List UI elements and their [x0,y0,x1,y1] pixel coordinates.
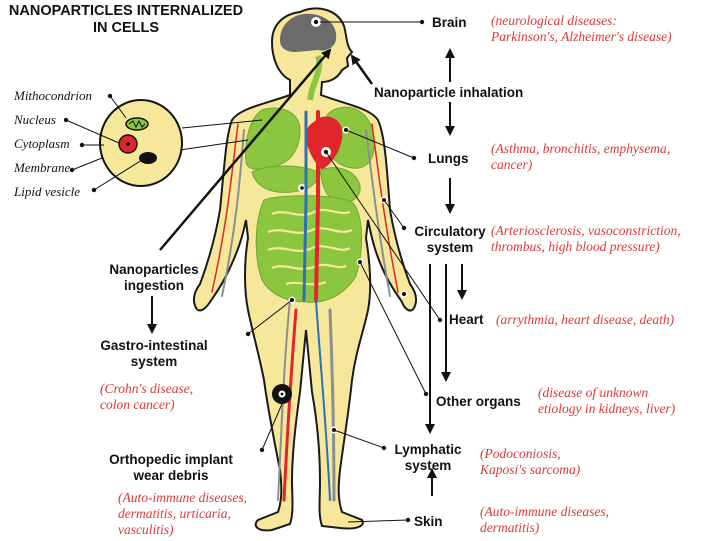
disease-circulatory-line2: thrombus, high blood pressure) [491,239,660,254]
title-line1: NANOPARTICLES INTERNALIZED [8,3,244,19]
organ-circulatory-line1: Circulatory [414,224,486,239]
organ-heart: Heart [449,312,484,327]
lipid-vesicle-icon [139,152,157,164]
cell-label-nucleus: Nucleus [14,112,56,127]
ingestion-line2: ingestion [124,278,184,293]
disease-skin-line1: (Auto-immune diseases, [480,504,609,519]
title-line2: IN CELLS [92,20,160,36]
organ-gastro: Gastro-intestinal system [84,338,224,370]
disease-skin: (Auto-immune diseases, dermatitis) [480,504,609,536]
disease-circulatory-line1: (Arteriosclerosis, vasoconstriction, [491,223,681,238]
organ-gastro-line1: Gastro-intestinal [100,338,208,353]
organ-orthopedic-line1: Orthopedic implant [109,452,233,467]
organ-lymphatic-line2: system [404,458,452,473]
organ-orthopedic: Orthopedic implant wear debris [96,452,246,484]
cell-leader-lines [65,95,263,191]
disease-lungs-line1: (Asthma, bronchitis, emphysema, [491,141,671,156]
organ-other: Other organs [436,394,521,409]
organ-skin: Skin [414,514,443,529]
inhalation-label: Nanoparticle inhalation [374,85,524,100]
disease-lymphatic-line2: Kaposi's sarcoma) [480,462,581,477]
trachea [307,54,323,101]
organ-orthopedic-line2: wear debris [133,468,209,483]
diagram-title: NANOPARTICLES INTERNALIZED IN CELLS [4,3,248,37]
mitochondrion-cristae [128,119,146,129]
organ-lymphatic-line1: Lymphatic [394,442,462,457]
organ-lungs: Lungs [428,151,469,166]
organ-gastro-line2: system [130,354,178,369]
flow-arrows [147,48,467,496]
disease-gastro-line2: colon cancer) [100,397,175,412]
intestine-folds [267,208,353,286]
disease-gastro-line1: (Crohn's disease, [100,381,194,396]
organ-circulatory: Circulatory system [404,224,496,256]
disease-brain-line2: Parkinson's, Alzheimer's disease) [491,29,672,44]
disease-heart: (arrythmia, heart disease, death) [496,312,675,327]
disease-lymphatic-line1: (Podoconiosis, [480,446,561,461]
organ-label-dots [245,19,443,523]
organ-brain: Brain [432,15,467,30]
heart-shape [306,116,343,170]
organ-circulatory-line2: system [426,240,474,255]
cell-label-membrane: Membrane [14,160,71,175]
stomach-shape [319,167,361,203]
disease-orthopedic-line2: dermatitis, urticaria, [118,506,231,521]
intestine-marker [300,186,304,190]
disease-lungs-line2: cancer) [491,157,533,172]
disease-orthopedic-line3: vasculitis) [118,522,174,537]
ingestion-label: Nanoparticles ingestion [98,262,210,294]
disease-circulatory: (Arteriosclerosis, vasoconstriction, thr… [491,223,681,255]
disease-orthopedic: (Auto-immune diseases, dermatitis, urtic… [118,490,247,538]
disease-lungs: (Asthma, bronchitis, emphysema, cancer) [491,141,670,173]
disease-orthopedic-line1: (Auto-immune diseases, [118,490,247,505]
cell-label-cytoplasm: Cytoplasm [14,136,70,151]
ingestion-line1: Nanoparticles [109,262,199,277]
brain-shape [280,13,337,52]
organ-lymphatic: Lymphatic system [386,442,470,474]
organ-connectors [247,21,441,523]
brain-marker [313,19,319,25]
disease-other-line1: (disease of unknown [538,385,649,400]
disease-other-line2: etiology in kidneys, liver) [538,401,676,416]
disease-skin-line2: dermatitis) [480,520,540,535]
disease-brain: (neurological diseases: Parkinson's, Alz… [491,13,672,45]
disease-other: (disease of unknown etiology in kidneys,… [538,385,675,417]
disease-brain-line1: (neurological diseases: [491,13,617,28]
cell-label-dots [63,93,113,193]
nucleus-dot [126,142,130,146]
disease-gastro: (Crohn's disease, colon cancer) [100,381,193,413]
cell-label-lipid-vesicle: Lipid vesicle [14,184,81,199]
disease-lymphatic: (Podoconiosis, Kaposi's sarcoma) [480,446,580,478]
cell-membrane [99,99,183,187]
implant-center [280,392,284,396]
cell-label-mithocondrion: Mithocondrion [14,88,92,103]
